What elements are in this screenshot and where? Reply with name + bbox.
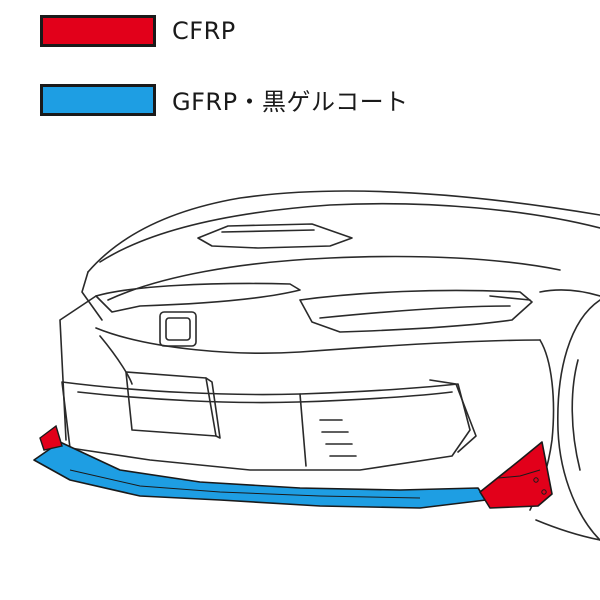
canard-bolt (541, 489, 547, 495)
hood-edge-left (81, 271, 103, 321)
license-plate (125, 371, 217, 437)
legend-item-gfrp: GFRP・黒ゲルコート (40, 82, 409, 117)
legend-item-cfrp: CFRP (40, 15, 236, 47)
gfrp-label: GFRP・黒ゲルコート (172, 88, 409, 116)
bumper-face (59, 295, 97, 441)
canard-right-cfrp (479, 441, 553, 509)
emblem (159, 311, 197, 347)
upper-grille (95, 282, 301, 313)
lower-grille (61, 381, 471, 471)
gfrp-color-swatch (40, 83, 156, 116)
cfrp-color-swatch (40, 15, 156, 47)
hood-crease (107, 255, 561, 301)
hood-line-2 (99, 202, 600, 263)
headlight-right (299, 289, 533, 333)
wheel-arch (557, 299, 600, 541)
hood-outline (87, 190, 600, 273)
cfrp-label: CFRP (172, 17, 236, 45)
canard-bolt (533, 477, 539, 483)
hood-scoop (197, 223, 353, 249)
canard-left-cfrp (39, 424, 63, 451)
